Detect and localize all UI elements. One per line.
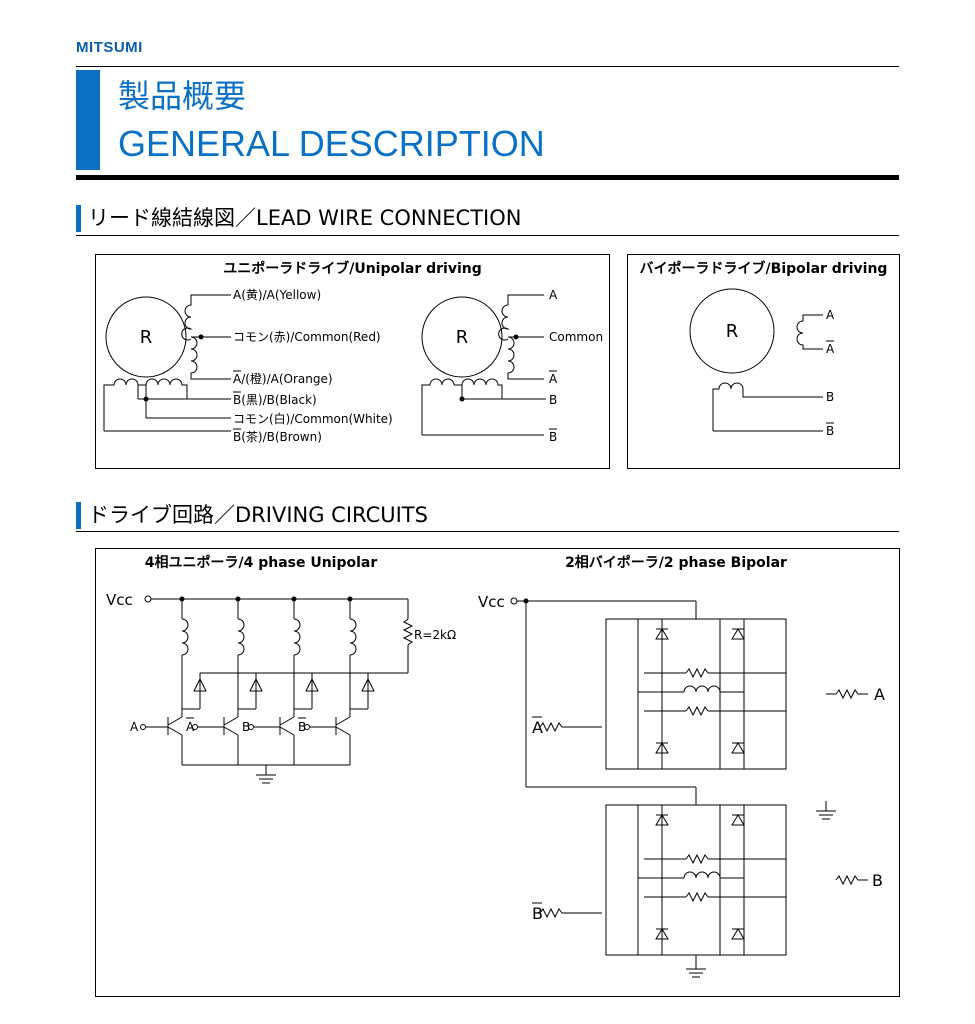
- rotor-label-2: R: [456, 327, 469, 348]
- lead2-label-common: Common: [549, 330, 603, 344]
- section-rule-2: [76, 531, 899, 532]
- section-title-driving: ドライブ回路／DRIVING CIRCUITS: [88, 503, 428, 527]
- bipolar-input-abar: A: [532, 718, 543, 737]
- lead2-label-bbar: B: [549, 430, 557, 444]
- lead-label-abar: A/(橙)/A(Orange): [233, 371, 333, 386]
- input-a: A: [130, 720, 139, 734]
- bi-label-bbar: B: [826, 424, 834, 438]
- bipolar-input-bbar: B: [532, 904, 543, 923]
- vcc-label-2: Vcc: [478, 593, 505, 611]
- section-marker-2: [76, 502, 81, 529]
- title-accent-bar: [76, 70, 100, 170]
- bi-label-a: A: [826, 308, 835, 322]
- unipolar-circuit-caption: 4相ユニポーラ/4 phase Unipolar: [144, 555, 378, 571]
- unipolar-caption: ユニポーラドライブ/Unipolar driving: [223, 261, 482, 277]
- lead2-label-b: B: [549, 393, 557, 407]
- section-rule: [76, 235, 899, 236]
- lead2-label-abar: A: [549, 372, 558, 386]
- resistor-label: R=2kΩ: [414, 628, 456, 642]
- bipolar-lead-diagram: R A A B B: [689, 288, 835, 438]
- bipolar-lead-box: バイポーラドライブ/Bipolar driving R A A B B: [627, 254, 900, 469]
- section-marker: [76, 205, 81, 232]
- title-rule: [76, 175, 899, 180]
- vcc-label: Vcc: [106, 591, 133, 609]
- lead-label-common-red: コモン(赤)/Common(Red): [233, 330, 381, 344]
- page-title-jp: 製品概要: [118, 77, 247, 115]
- rotor-label-3: R: [726, 321, 739, 342]
- lead-label-common-white: コモン(白)/Common(White): [233, 411, 393, 426]
- lead2-label-a: A: [549, 288, 558, 302]
- bipolar-caption: バイポーラドライブ/Bipolar driving: [639, 261, 888, 277]
- input-bbar: B: [298, 720, 306, 734]
- bipolar-input-a: A: [874, 685, 885, 704]
- bipolar-input-b: B: [872, 871, 883, 890]
- bipolar-circuit-caption: 2相バイポーラ/2 phase Bipolar: [565, 555, 787, 571]
- lead-label-bbar: B(茶)/B(Brown): [233, 429, 322, 444]
- bi-label-abar: A: [826, 342, 835, 356]
- lead-label-a: A(黄)/A(Yellow): [233, 288, 321, 302]
- brand-logo: MITSUMI: [76, 39, 143, 56]
- header-rule: [76, 66, 899, 67]
- input-b: B: [242, 720, 250, 734]
- driving-circuits-box: 4相ユニポーラ/4 phase Unipolar 2相バイポーラ/2 phase…: [95, 548, 900, 997]
- unipolar-lead-box: ユニポーラドライブ/Unipolar driving: [95, 254, 610, 469]
- page-title-en: GENERAL DESCRIPTION: [118, 123, 545, 164]
- input-abar: A: [186, 720, 195, 734]
- bi-label-b: B: [826, 390, 834, 404]
- lead-label-b: B(黒)/B(Black): [233, 393, 317, 407]
- driving-circuits-diagram: Vcc Vcc R=2kΩ A A B B A A B B: [106, 591, 885, 978]
- unipolar-lead-diagram: R R A(黄)/A(Yellow) コモン(赤)/Common(Red) A/…: [103, 288, 603, 444]
- section-title-lead-wire: リード線結線図／LEAD WIRE CONNECTION: [88, 206, 522, 230]
- rotor-label: R: [140, 327, 153, 348]
